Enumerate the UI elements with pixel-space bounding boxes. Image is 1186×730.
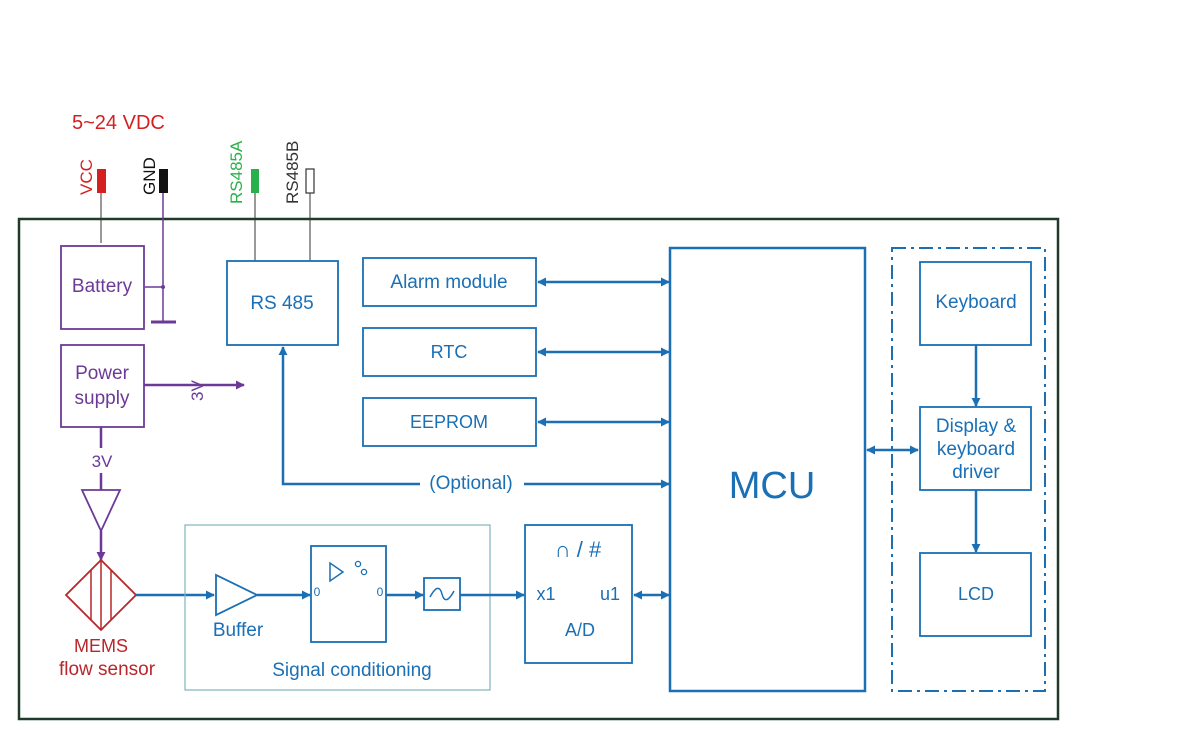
rs485-block: RS 485 bbox=[226, 260, 339, 346]
adc-output-label: u1 bbox=[600, 584, 620, 604]
adc-label: A/D bbox=[565, 620, 595, 640]
rs485b-label: RS485B bbox=[283, 141, 302, 204]
ad-converter-block: ∩ / # x1 u1 A/D bbox=[524, 524, 633, 664]
rs485-label: RS 485 bbox=[250, 293, 313, 314]
sh-output-label: 0 bbox=[377, 585, 384, 599]
display-driver-label-line2: keyboard bbox=[937, 439, 1015, 460]
display-driver-block: Display & keyboard driver bbox=[919, 406, 1032, 491]
power-supply-label-line2: supply bbox=[75, 388, 130, 409]
keyboard-block: Keyboard bbox=[919, 261, 1032, 346]
vcc-terminal: VCC bbox=[77, 159, 106, 243]
rs485a-label: RS485A bbox=[227, 140, 246, 204]
lcd-label: LCD bbox=[958, 584, 994, 604]
buffer-label: Buffer bbox=[213, 620, 264, 641]
battery-label: Battery bbox=[72, 276, 133, 297]
gnd-terminal: GND bbox=[140, 157, 176, 324]
sensor-feed-label: 3V bbox=[92, 452, 113, 471]
sh-input-label: 0 bbox=[314, 585, 321, 599]
sample-hold-block: 0 0 bbox=[310, 545, 387, 643]
lcd-block: LCD bbox=[919, 552, 1032, 637]
optional-label: (Optional) bbox=[429, 473, 512, 494]
rtc-label: RTC bbox=[431, 342, 468, 362]
adc-symbol: ∩ / # bbox=[555, 537, 602, 562]
battery-block: Battery bbox=[60, 245, 145, 330]
adc-input-label: x1 bbox=[536, 584, 555, 604]
sensor-driver-triangle bbox=[80, 489, 122, 534]
display-driver-label-line1: Display & bbox=[936, 416, 1017, 437]
rtc-block: RTC bbox=[362, 327, 537, 377]
display-driver-label-line3: driver bbox=[952, 462, 1000, 483]
buffer-amplifier bbox=[215, 573, 260, 617]
eeprom-block: EEPROM bbox=[362, 397, 537, 447]
supply-voltage-label: 5~24 VDC bbox=[72, 112, 165, 134]
mems-flow-sensor: MEMS flow sensor bbox=[59, 558, 156, 680]
rs485b-terminal: RS485B bbox=[283, 141, 315, 261]
vcc-label: VCC bbox=[77, 159, 96, 195]
sensor-label-line2: flow sensor bbox=[59, 659, 156, 680]
keyboard-label: Keyboard bbox=[935, 292, 1016, 313]
power-out-label: 3V bbox=[188, 380, 207, 401]
optional-link-left bbox=[278, 346, 420, 486]
power-supply-label-line1: Power bbox=[75, 363, 130, 384]
power-supply-block: Power supply bbox=[60, 344, 145, 428]
filter-block bbox=[423, 577, 461, 611]
gnd-label: GND bbox=[140, 157, 159, 195]
mcu-label: MCU bbox=[729, 465, 816, 507]
eeprom-label: EEPROM bbox=[410, 412, 488, 432]
alarm-module-label: Alarm module bbox=[390, 272, 507, 293]
sine-wave-icon bbox=[429, 587, 455, 601]
signal-conditioning-group bbox=[184, 524, 491, 691]
sensor-label-line1: MEMS bbox=[74, 636, 128, 656]
signal-conditioning-label: Signal conditioning bbox=[272, 660, 432, 681]
rs485a-terminal: RS485A bbox=[227, 140, 259, 261]
alarm-module-block: Alarm module bbox=[362, 257, 537, 307]
outer-frame bbox=[17, 217, 1060, 721]
mcu-block: MCU bbox=[668, 246, 867, 693]
